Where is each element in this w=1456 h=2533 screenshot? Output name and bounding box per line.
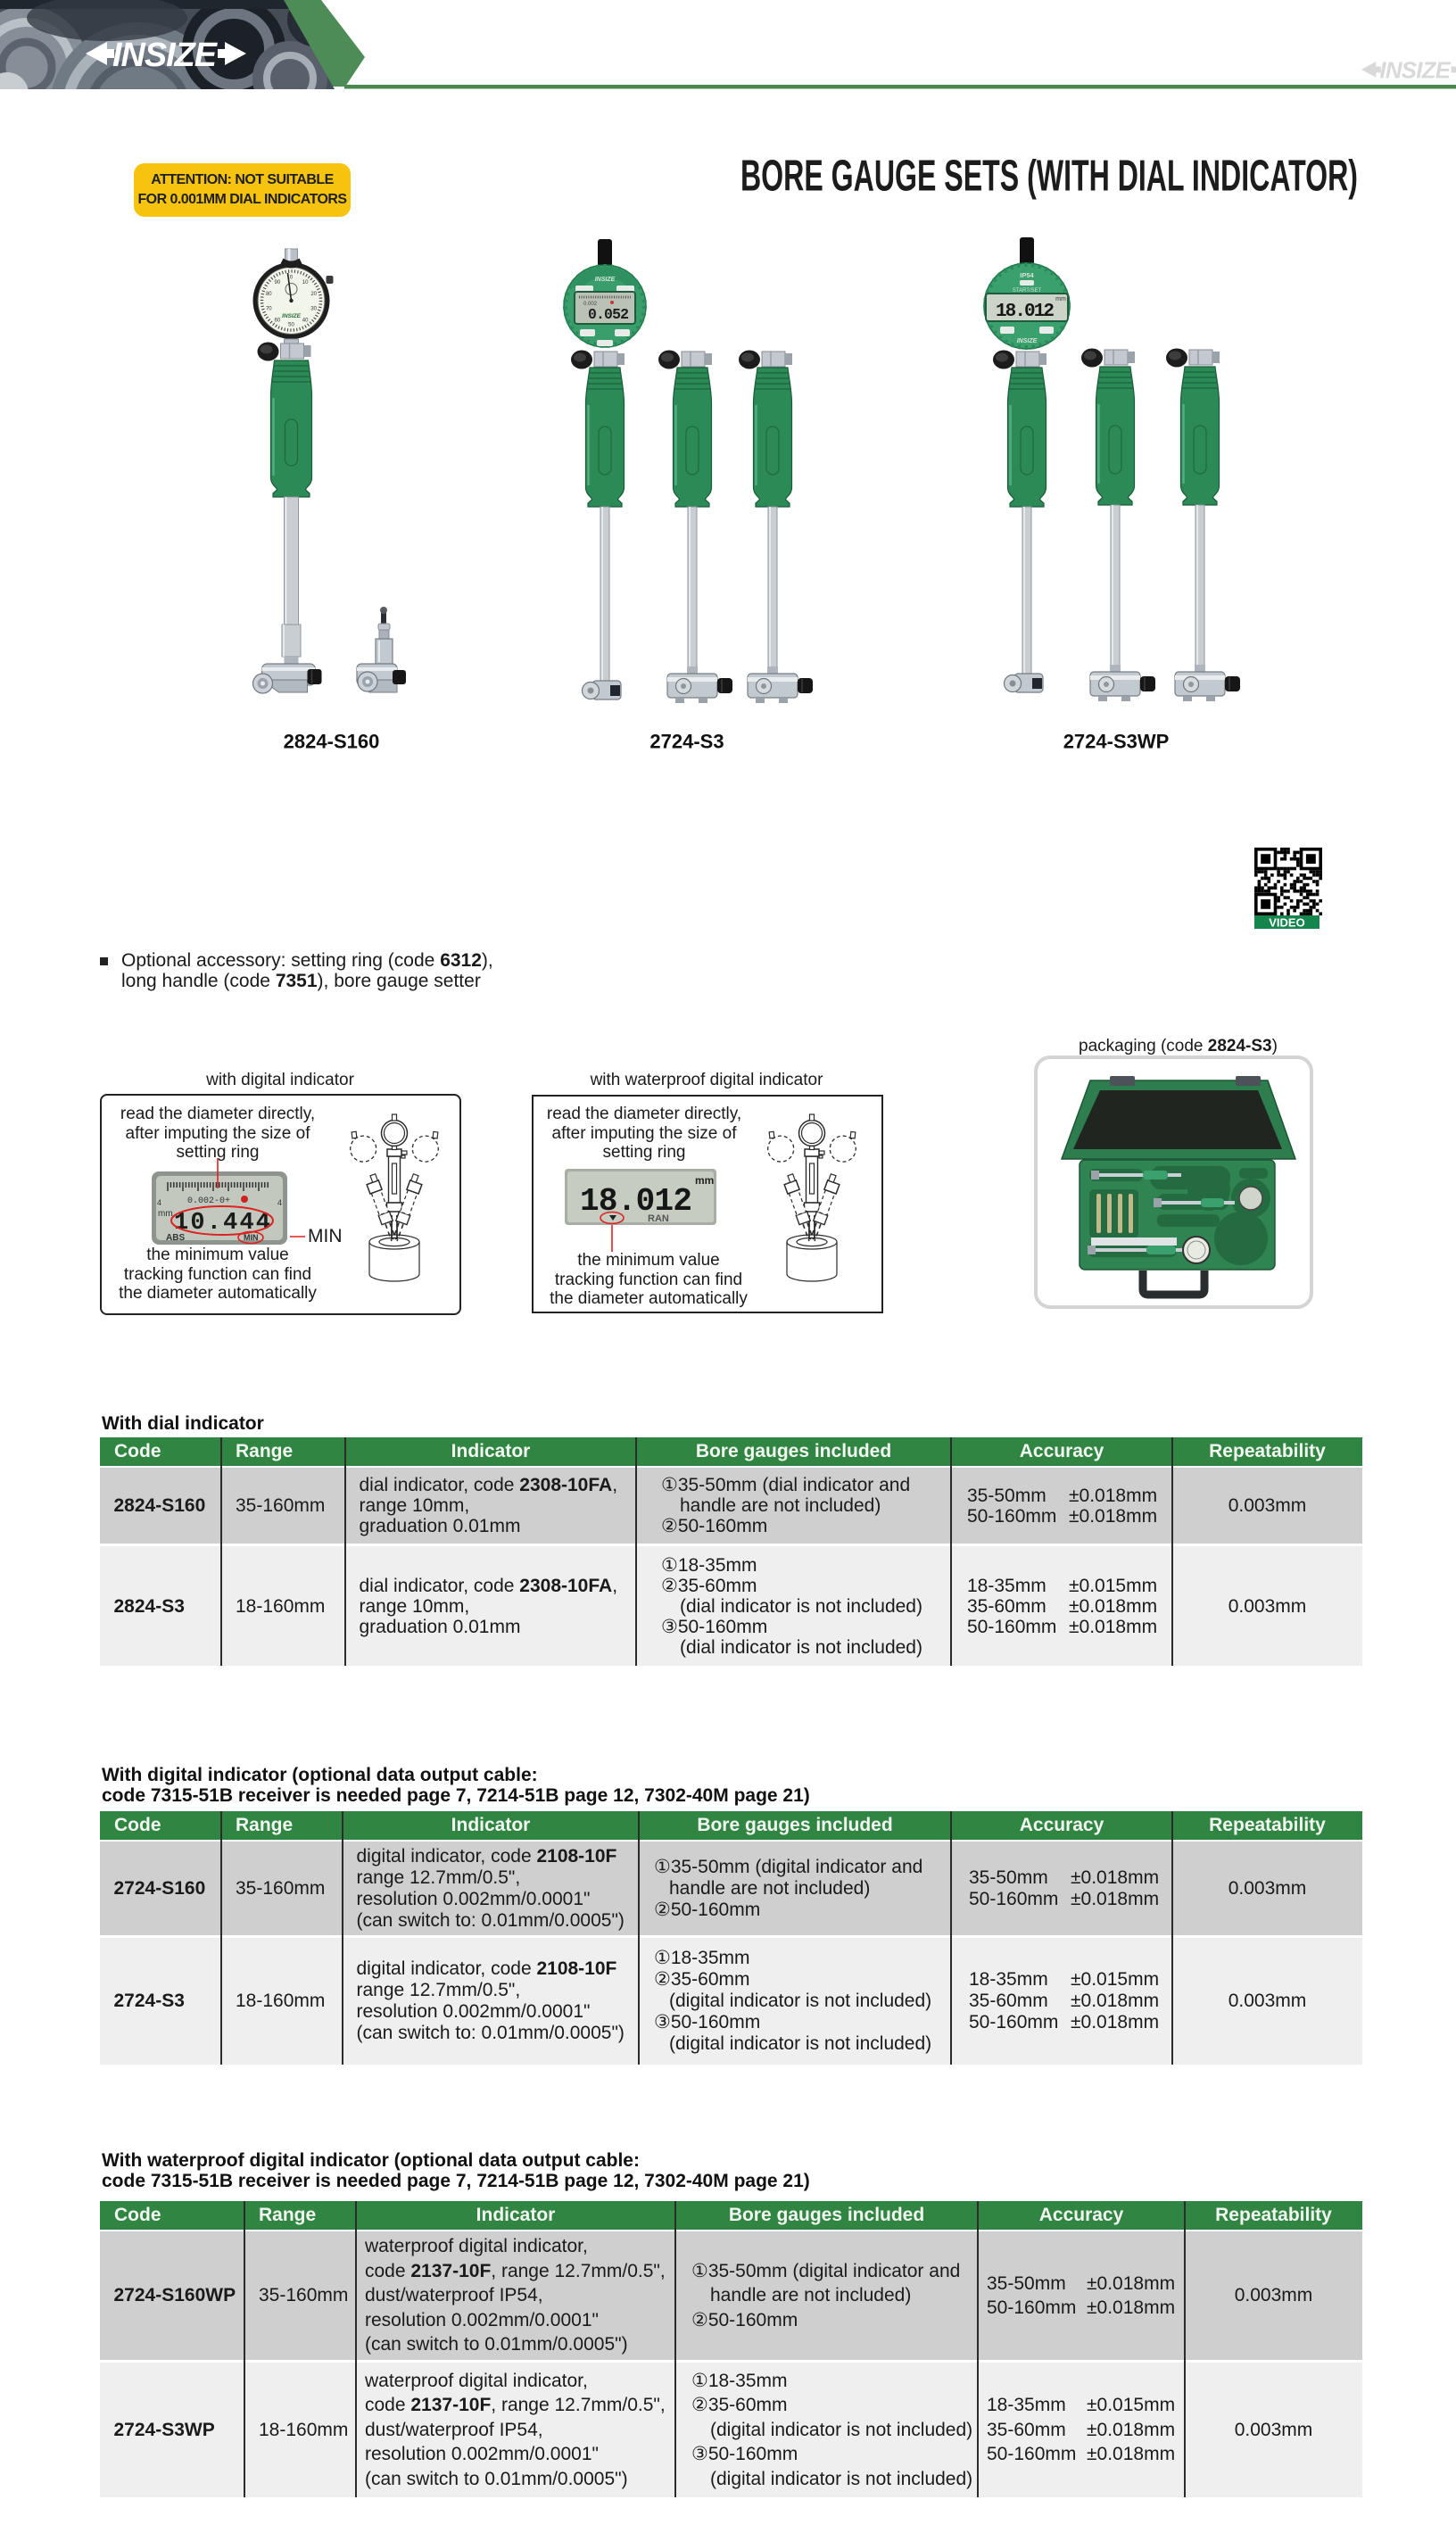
- svg-text:10: 10: [302, 280, 309, 286]
- svg-text:40: 40: [302, 319, 309, 324]
- svg-text:80: 80: [266, 292, 272, 297]
- svg-text:INSIZE: INSIZE: [595, 277, 616, 283]
- svg-text:0.002: 0.002: [583, 302, 598, 307]
- svg-text:90: 90: [275, 280, 281, 286]
- svg-text:RAN: RAN: [648, 1213, 669, 1224]
- svg-text:0.002-0+: 0.002-0+: [187, 1196, 230, 1206]
- svg-text:MIN: MIN: [244, 1233, 259, 1242]
- svg-text:2724-S3WP: 2724-S3WP: [1063, 731, 1170, 753]
- svg-text:VIDEO: VIDEO: [1269, 916, 1304, 930]
- svg-text:mm: mm: [1055, 296, 1066, 302]
- svg-text:30: 30: [310, 306, 317, 311]
- svg-text:18.012: 18.012: [580, 1183, 692, 1220]
- svg-text:START/SET: START/SET: [1013, 288, 1042, 294]
- svg-text:18.012: 18.012: [996, 302, 1055, 322]
- svg-text:4: 4: [157, 1198, 161, 1207]
- svg-text:BORE GAUGE SETS (WITH DIAL IND: BORE GAUGE SETS (WITH DIAL INDICATOR): [740, 152, 1358, 201]
- svg-text:2724-S3: 2724-S3: [649, 731, 724, 753]
- svg-text:INSIZE: INSIZE: [1017, 338, 1038, 344]
- svg-text:60: 60: [275, 319, 281, 324]
- svg-text:mm: mm: [158, 1209, 173, 1219]
- svg-text:0: 0: [290, 276, 294, 281]
- svg-text:mm: mm: [695, 1174, 714, 1187]
- svg-text:0.052: 0.052: [588, 306, 629, 323]
- svg-text:IP54: IP54: [1020, 271, 1034, 279]
- svg-text:4: 4: [277, 1198, 282, 1207]
- svg-text:20: 20: [310, 292, 317, 297]
- svg-text:2824-S160: 2824-S160: [284, 731, 380, 753]
- svg-text:INSIZE: INSIZE: [282, 313, 302, 319]
- svg-text:ABS: ABS: [166, 1233, 185, 1243]
- svg-text:70: 70: [266, 306, 272, 311]
- svg-text:50: 50: [288, 323, 294, 328]
